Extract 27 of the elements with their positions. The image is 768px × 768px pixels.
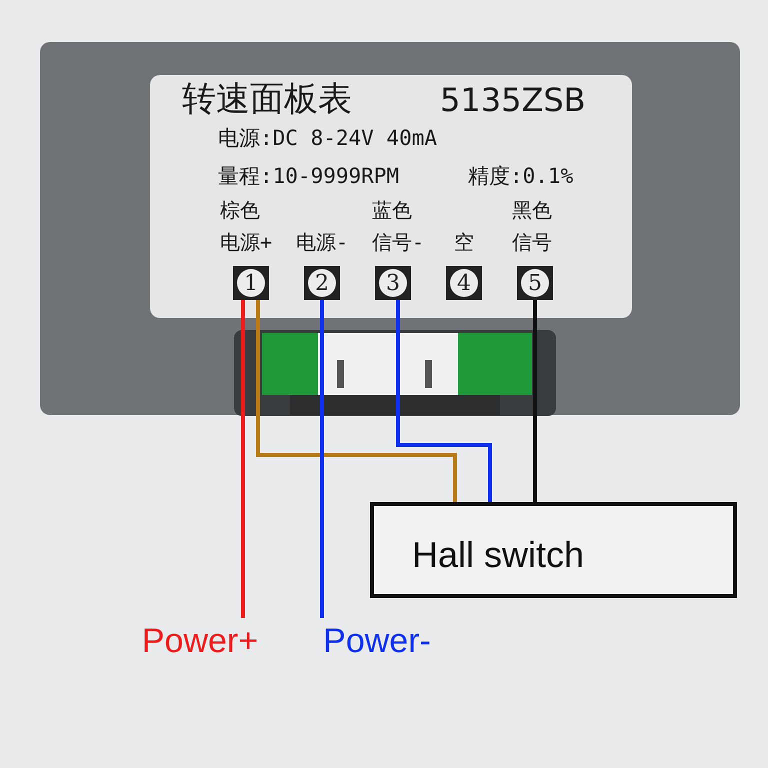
sensor-box — [370, 502, 737, 598]
sticker-text: 电源:DC 8-24V 40mA — [218, 128, 438, 149]
label-text: Power- — [323, 622, 431, 660]
sticker-text: 空 — [454, 232, 474, 252]
pin-number: 4 — [450, 269, 478, 297]
label-text: Hall switch — [412, 534, 584, 576]
sticker-text: 电源- — [296, 232, 348, 252]
sticker-text: 精度:0.1% — [468, 166, 574, 187]
sticker-text: 量程:10-9999RPM — [218, 166, 400, 187]
wire — [533, 300, 537, 502]
wire — [256, 300, 457, 502]
wire — [241, 300, 245, 618]
pin-number: 5 — [521, 269, 549, 297]
wire — [396, 300, 492, 502]
sticker-text: 电源+ — [220, 232, 272, 252]
sticker-text: 转速面板表 — [182, 82, 352, 116]
sticker-text: 信号 — [512, 232, 552, 252]
sticker-text: 蓝色 — [372, 200, 412, 220]
pin-number: 2 — [308, 269, 336, 297]
sticker-text: 信号- — [372, 232, 424, 252]
label-text: Power+ — [142, 622, 258, 660]
sticker-text: 5135ZSB — [440, 84, 586, 116]
wire — [320, 300, 324, 618]
sticker-text: 黑色 — [512, 200, 552, 220]
pin-number: 1 — [237, 269, 265, 297]
pin-number: 3 — [379, 269, 407, 297]
sticker-text: 棕色 — [220, 200, 260, 220]
